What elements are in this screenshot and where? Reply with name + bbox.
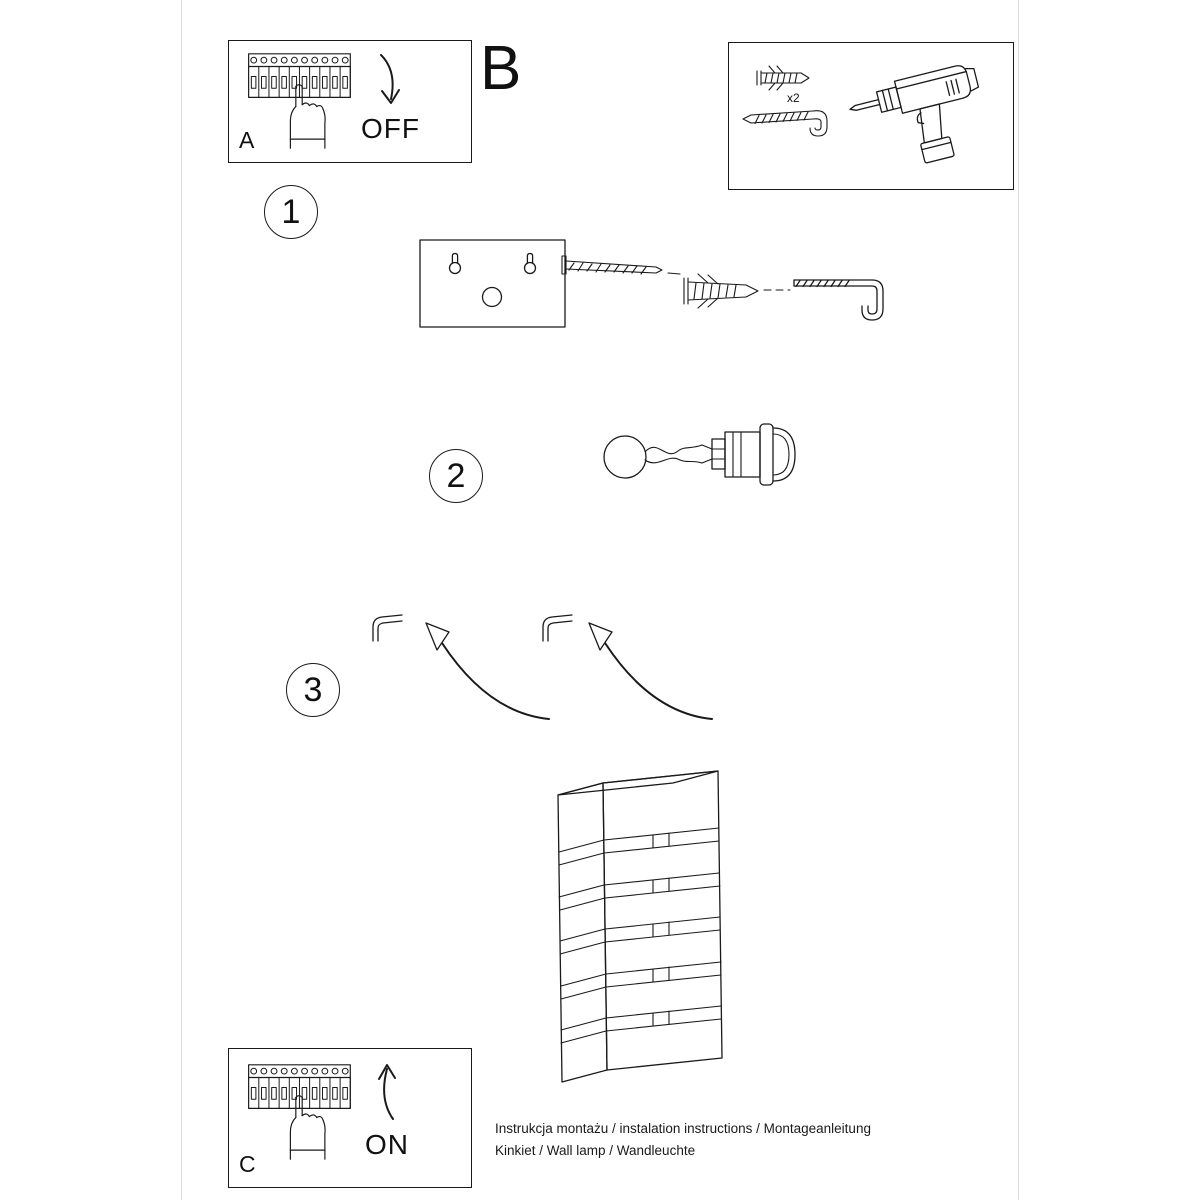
anchor-count-label: x2 — [787, 91, 800, 105]
step-1-number: 1 — [281, 192, 301, 231]
on-label: ON — [365, 1129, 409, 1160]
screw-icon — [561, 255, 681, 275]
footer-line-1: Instrukcja montażu / instalation instruc… — [495, 1121, 871, 1136]
off-label: OFF — [361, 113, 420, 144]
pointing-hand-icon — [289, 1095, 326, 1160]
lamp-body — [557, 770, 723, 1083]
pointing-hand-icon — [289, 84, 326, 149]
section-b-label: B — [480, 34, 522, 103]
switch-up-arrow-icon — [378, 1064, 396, 1120]
lamp-mounting-illustration — [372, 614, 723, 1083]
mounting-plate — [419, 239, 566, 328]
step-3-badge: 3 — [286, 663, 340, 717]
step-1-badge: 1 — [264, 185, 318, 239]
breaker-panel-on-illustration — [248, 1064, 351, 1160]
step-2-badge: 2 — [429, 449, 483, 503]
tools-box: x2 — [728, 42, 1014, 190]
socket-assembly — [603, 423, 796, 486]
switch-down-arrow-icon — [380, 54, 400, 104]
hook-screw-icon — [742, 110, 828, 137]
breaker-panel — [248, 1064, 351, 1109]
mounting-hardware-illustration — [419, 239, 884, 328]
step-3-number: 3 — [303, 670, 323, 709]
footer-text: Instrukcja montażu / instalation instruc… — [495, 1118, 871, 1162]
power-off-box: OFF A — [228, 40, 472, 163]
hang-arrow-left-icon — [425, 622, 550, 720]
page-edge-left — [181, 0, 182, 1200]
hook-right-icon — [542, 614, 573, 642]
hook-screw-icon — [793, 279, 884, 321]
tools-illustration — [742, 65, 980, 164]
box-a-label: A — [239, 127, 255, 153]
power-on-box: ON C — [228, 1048, 472, 1188]
page-edge-right — [1018, 0, 1019, 1200]
breaker-panel — [248, 53, 351, 98]
hook-left-icon — [372, 614, 403, 642]
step-2-number: 2 — [446, 456, 466, 495]
wall-anchor-icon — [756, 65, 810, 91]
breaker-panel-off-illustration — [248, 53, 351, 149]
wall-anchor-icon — [683, 273, 791, 309]
drill-icon — [849, 65, 980, 164]
footer-line-2: Kinkiet / Wall lamp / Wandleuchte — [495, 1143, 696, 1158]
hang-arrow-right-icon — [588, 622, 713, 720]
lamp-socket-illustration — [603, 423, 796, 486]
box-c-label: C — [239, 1151, 256, 1177]
